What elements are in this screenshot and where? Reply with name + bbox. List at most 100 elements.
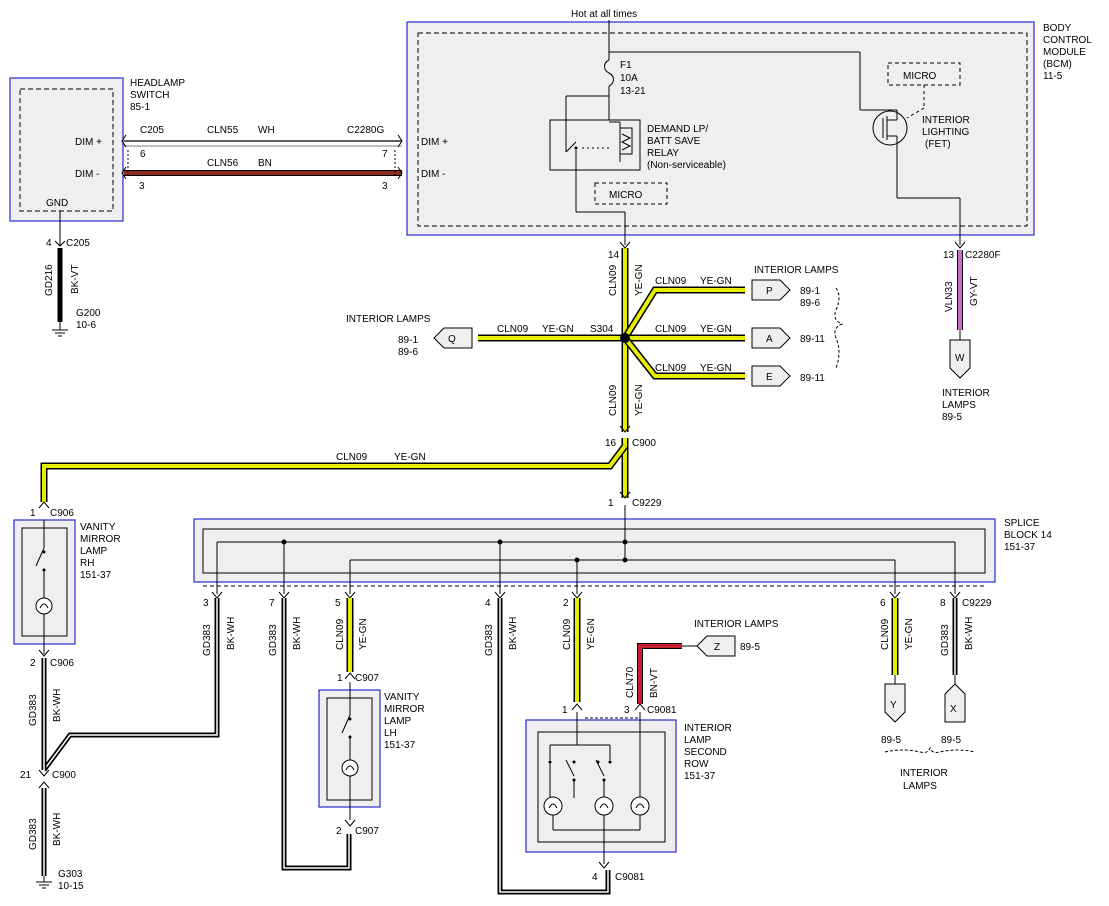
connector-p-label: P: [766, 286, 773, 297]
cln09-upper: CLN09: [336, 452, 368, 463]
w-label-2: LAMPS: [942, 400, 976, 411]
g303-bkwh: BK-WH: [52, 813, 63, 846]
sp-pin6: 6: [880, 598, 886, 609]
trunk-yegn-top: YE-GN: [634, 264, 645, 296]
interior-lamp-second-row: INTERIOR LAMP SECOND ROW 151-37 4 C9081: [525, 712, 732, 883]
lh-pin2: 2: [336, 826, 342, 837]
vanity-rh-5: 151-37: [80, 570, 112, 581]
p-ref-2: 89-6: [800, 298, 820, 309]
g303-gd383: GD383: [28, 818, 39, 850]
q-cln09: CLN09: [497, 324, 529, 335]
pin3a-label: 3: [139, 181, 145, 192]
sp4-gd383: GD383: [484, 624, 495, 656]
lh-switch-icon: [341, 714, 351, 734]
c907-pin1: 1: [337, 673, 343, 684]
c9229-right: C9229: [962, 598, 992, 609]
sp5-yegn: YE-GN: [358, 618, 369, 650]
sp8-bkwh: BK-WH: [964, 617, 975, 650]
fuse-label: F1: [620, 60, 632, 71]
second-row-4: ROW: [684, 759, 709, 770]
connector-w: [949, 339, 971, 379]
row2-bulb-left-icon: [543, 796, 563, 816]
rh-gd383: GD383: [28, 694, 39, 726]
bcm-title-4: (BCM): [1043, 59, 1072, 70]
relay-switch-icon: [565, 141, 577, 153]
interior-lighting-3: (FET): [925, 139, 951, 150]
fuse-ref: 13-21: [620, 86, 646, 97]
y-ref: 89-5: [881, 735, 901, 746]
g303-ref: 10-15: [58, 881, 84, 892]
bcm-title-2: CONTROL: [1043, 35, 1092, 46]
p-ref-1: 89-1: [800, 286, 820, 297]
pin16-label: 16: [605, 438, 617, 449]
c907-top-label: C907: [355, 673, 379, 684]
connector-a: [751, 327, 791, 349]
bk-vt-label: BK-VT: [70, 265, 81, 294]
gd216-label: GD216: [44, 264, 55, 296]
sp-pin7: 7: [269, 598, 275, 609]
relay-coil-icon: [619, 127, 633, 155]
brace-bottom-icon: [884, 746, 976, 753]
fuse-icon: [604, 59, 614, 87]
sp7-bkwh: BK-WH: [292, 617, 303, 650]
vanity-lh-1: VANITY: [384, 692, 420, 703]
vanity-lh-4: LH: [384, 728, 397, 739]
sp3-gd383: GD383: [202, 624, 213, 656]
row2-pin3: 3: [624, 705, 630, 716]
hs-gnd: GND: [46, 198, 68, 209]
splice-title-3: 151-37: [1004, 542, 1036, 553]
vanity-mirror-lh: VANITY MIRROR LAMP LH 151-37 2 C907: [318, 682, 425, 837]
fuse-rating: 10A: [620, 73, 638, 84]
connector-y: [884, 683, 906, 723]
yx-label-1: INTERIOR: [900, 768, 948, 779]
pin13-label: 13: [943, 250, 955, 261]
cln70-wire: 3 C9081 CLN70 BN-VT Z 89-5 INTERIOR LAMP…: [624, 619, 779, 716]
bn-label: BN: [258, 158, 272, 169]
connector-p: [751, 279, 791, 301]
sp-pin5: 5: [335, 598, 341, 609]
sp7-gd383: GD383: [268, 624, 279, 656]
cln70-label: CLN70: [625, 666, 636, 698]
s304-label: S304: [590, 324, 614, 335]
g200-label: G200: [76, 308, 101, 319]
g303-label: G303: [58, 869, 83, 880]
vanity-lh-2: MIRROR: [384, 704, 425, 715]
splice-block-14: SPLICE BLOCK 14 151-37: [193, 505, 1052, 594]
c9081-pin4: 4: [592, 872, 598, 883]
sp-pin2: 2: [563, 598, 569, 609]
a-ref: 89-11: [800, 334, 825, 345]
p-yegn: YE-GN: [700, 276, 732, 287]
w-label-1: INTERIOR: [942, 388, 990, 399]
row2-bulb-right-icon: [630, 796, 650, 816]
c9081-top: C9081: [647, 705, 677, 716]
s304-splice: [620, 333, 630, 343]
sp8-gd383: GD383: [940, 624, 951, 656]
interior-lighting-2: LIGHTING: [922, 127, 969, 138]
p-cln09: CLN09: [655, 276, 687, 287]
c9229-label: C9229: [632, 498, 662, 509]
c900-pin21: 21: [20, 770, 32, 781]
interior-lamps-top: INTERIOR LAMPS: [754, 265, 839, 276]
cln56-label: CLN56: [207, 158, 239, 169]
cln55-label: CLN55: [207, 125, 239, 136]
bn-vt-label: BN-VT: [649, 668, 660, 698]
c900-label: C900: [632, 438, 656, 449]
c2280g-label: C2280G: [347, 125, 384, 136]
sp-pin8: 8: [940, 598, 946, 609]
brace-icon: [834, 287, 844, 369]
vln33-wire: 13 C2280F VLN33 GY-VT W INTERIOR LAMPS 8…: [942, 241, 1001, 423]
pin1-c906: 1: [30, 508, 36, 519]
q-ref-1: 89-1: [398, 335, 418, 346]
c9081-bottom: C9081: [615, 872, 645, 883]
sp6-yegn: YE-GN: [904, 618, 915, 650]
hs-dim-minus: DIM -: [75, 169, 99, 180]
rh-bkwh: BK-WH: [52, 689, 63, 722]
micro-label-left: MICRO: [609, 190, 643, 201]
vanity-rh-3: LAMP: [80, 546, 108, 557]
bcm-title-1: BODY: [1043, 23, 1072, 34]
connector-e: [751, 365, 791, 387]
connector-w-label: W: [955, 353, 965, 364]
lh-bulb-icon: [341, 759, 359, 777]
interior-lighting-1: INTERIOR: [922, 115, 970, 126]
